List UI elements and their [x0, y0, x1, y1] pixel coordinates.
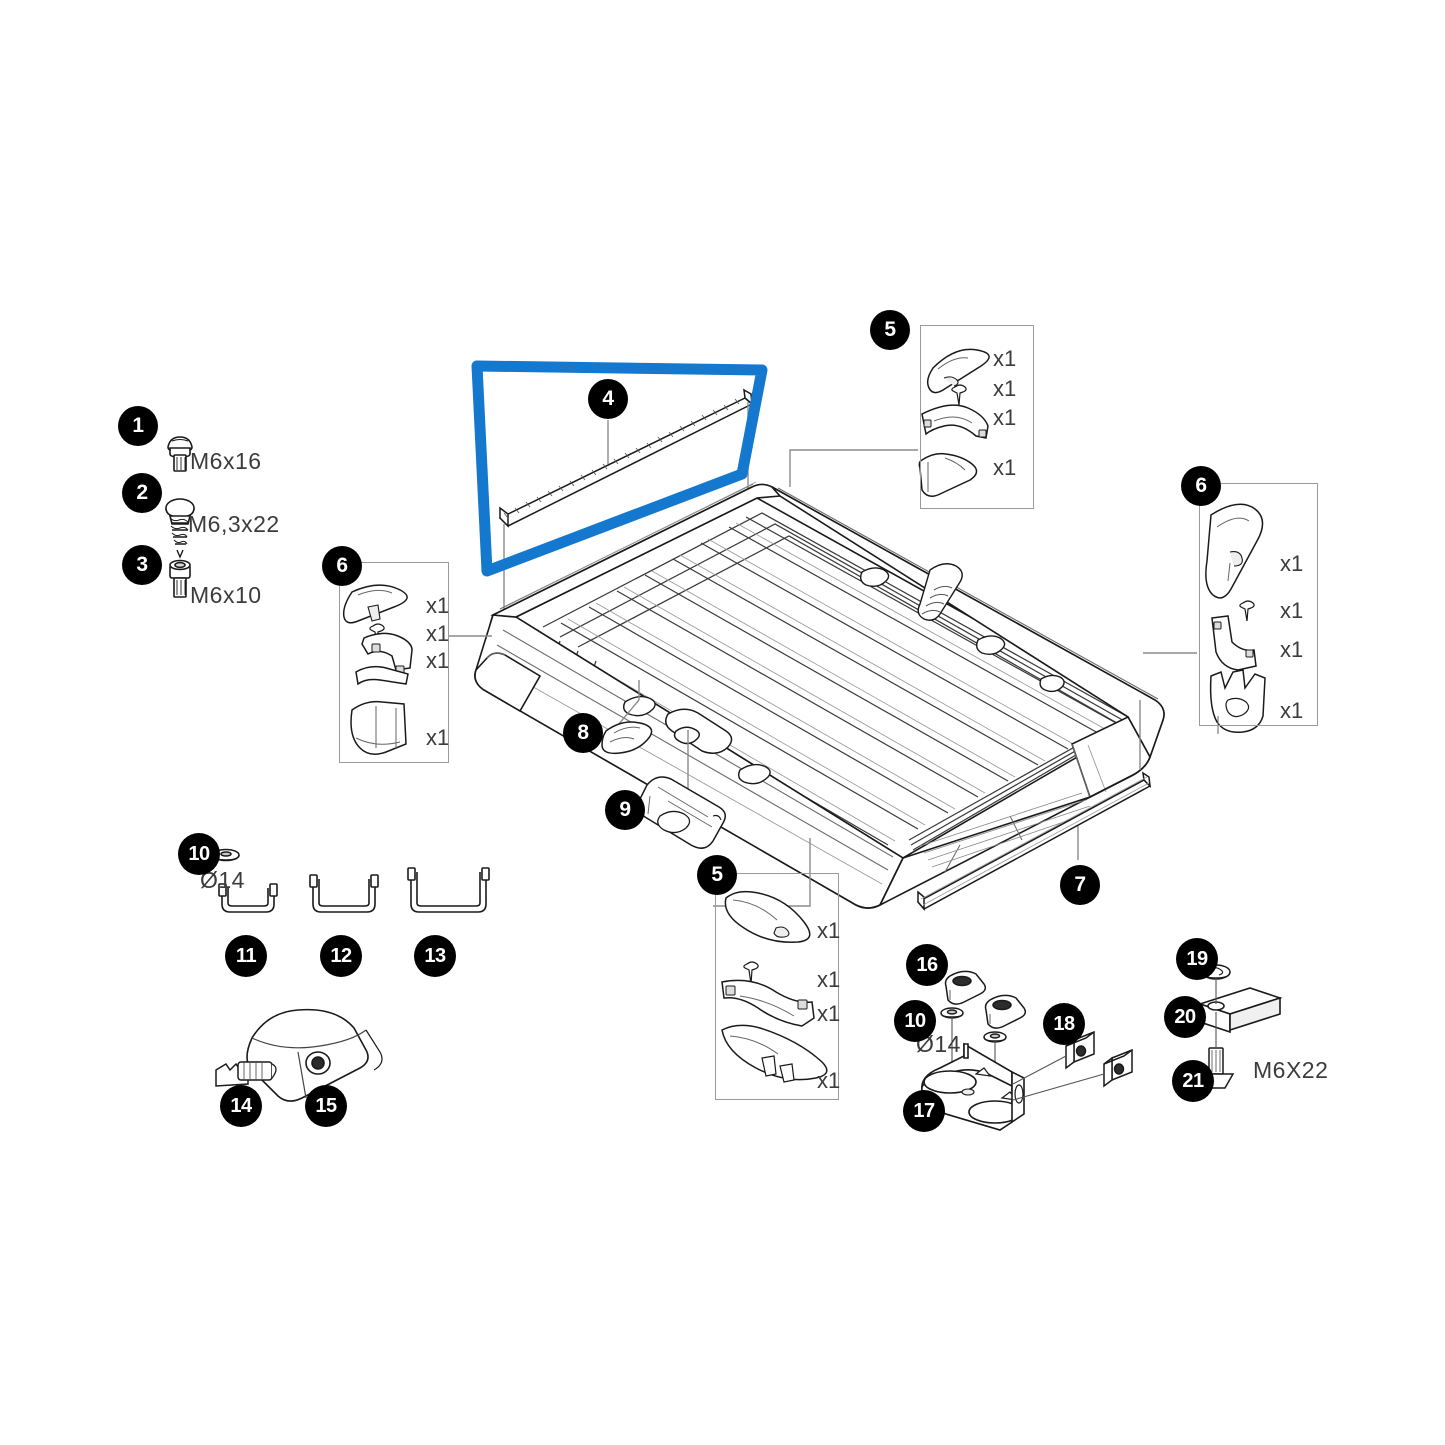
part-7-long-rail — [916, 771, 1152, 912]
kit-box-6-left — [339, 562, 449, 763]
callout-badge-1[interactable]: 1 — [118, 406, 158, 446]
kit-quantity: x1 — [426, 725, 450, 750]
assembly-guide-lines-18 — [1012, 1055, 1105, 1101]
callout-badge-3[interactable]: 3 — [122, 545, 162, 585]
kit-quantity: x1 — [993, 376, 1017, 401]
kit-quantity: x1 — [817, 918, 841, 943]
spec-label-m6x10: M6x10 — [190, 582, 262, 608]
spec-label-m6x16: M6x16 — [190, 448, 262, 474]
callout-badge-4[interactable]: 4 — [588, 379, 628, 419]
part-16-clamp-jaw-a — [944, 970, 987, 1005]
callout-badge-18[interactable]: 18 — [1043, 1003, 1085, 1045]
part-18-nut-plate — [1065, 1030, 1133, 1088]
kit-quantity: x1 — [1280, 698, 1304, 723]
kit-6-left-parts — [342, 584, 413, 755]
callout-badge-6-right[interactable]: 6 — [1181, 466, 1221, 506]
spec-label-m6x22: M6X22 — [1253, 1057, 1329, 1083]
callout-badge-21[interactable]: 21 — [1172, 1060, 1214, 1102]
kit-6-right-parts — [1205, 503, 1266, 734]
part-20-slider-block — [1197, 987, 1283, 1034]
main-rack-assembly — [474, 481, 1165, 909]
callout-badge-5-top[interactable]: 5 — [870, 310, 910, 350]
kit-quantity: x1 — [426, 621, 450, 646]
callout-badge-10-right[interactable]: 10 — [894, 1000, 936, 1042]
kit-box-5-bottom — [715, 873, 839, 1100]
part-14-lock-barrel — [215, 1061, 277, 1087]
fastener-m63x22 — [165, 498, 195, 559]
callout-badge-15[interactable]: 15 — [305, 1085, 347, 1127]
callout-badge-8[interactable]: 8 — [563, 713, 603, 753]
callout-badge-7[interactable]: 7 — [1060, 865, 1100, 905]
callout-badge-5-bottom[interactable]: 5 — [697, 855, 737, 895]
callout-badge-17[interactable]: 17 — [903, 1090, 945, 1132]
kit-box-5-top — [920, 325, 1034, 509]
kit-quantity: x1 — [426, 593, 450, 618]
kit-5-bottom-parts — [721, 890, 828, 1083]
kit-quantity: x1 — [426, 648, 450, 673]
part-16-clamp-jaw-b — [984, 994, 1027, 1029]
callout-badge-20[interactable]: 20 — [1164, 996, 1206, 1038]
highlight-outline-part-4 — [471, 360, 768, 577]
callout-badge-13[interactable]: 13 — [414, 935, 456, 977]
kit-5-top-parts — [918, 348, 990, 497]
spec-label-m63x22: M6,3x22 — [188, 511, 280, 537]
callout-badge-11[interactable]: 11 — [225, 935, 267, 977]
callout-badge-10-left[interactable]: 10 — [178, 833, 220, 875]
callout-badge-14[interactable]: 14 — [220, 1085, 262, 1127]
callout-badge-9[interactable]: 9 — [605, 790, 645, 830]
kit-quantity: x1 — [1280, 598, 1304, 623]
fastener-m6x16 — [167, 436, 193, 472]
callout-badge-19[interactable]: 19 — [1176, 938, 1218, 980]
kit-quantity: x1 — [993, 346, 1017, 371]
callout-badge-16[interactable]: 16 — [906, 944, 948, 986]
kit-quantity: x1 — [1280, 551, 1304, 576]
part-11-u-bolt — [218, 883, 278, 913]
fastener-m6x10 — [169, 559, 191, 598]
kit-quantity: x1 — [993, 405, 1017, 430]
part-12-u-bolt — [309, 874, 379, 913]
kit-quantity: x1 — [817, 1068, 841, 1093]
callout-badge-12[interactable]: 12 — [320, 935, 362, 977]
kit-quantity: x1 — [817, 1001, 841, 1026]
kit-box-6-right — [1199, 483, 1318, 726]
callout-badge-6-left[interactable]: 6 — [322, 546, 362, 586]
part-13-u-bolt — [407, 867, 490, 913]
callout-badge-2[interactable]: 2 — [122, 473, 162, 513]
kit-quantity: x1 — [817, 967, 841, 992]
part-8-clip-cover — [601, 721, 653, 755]
kit-quantity: x1 — [1280, 637, 1304, 662]
kit-quantity: x1 — [993, 455, 1017, 480]
